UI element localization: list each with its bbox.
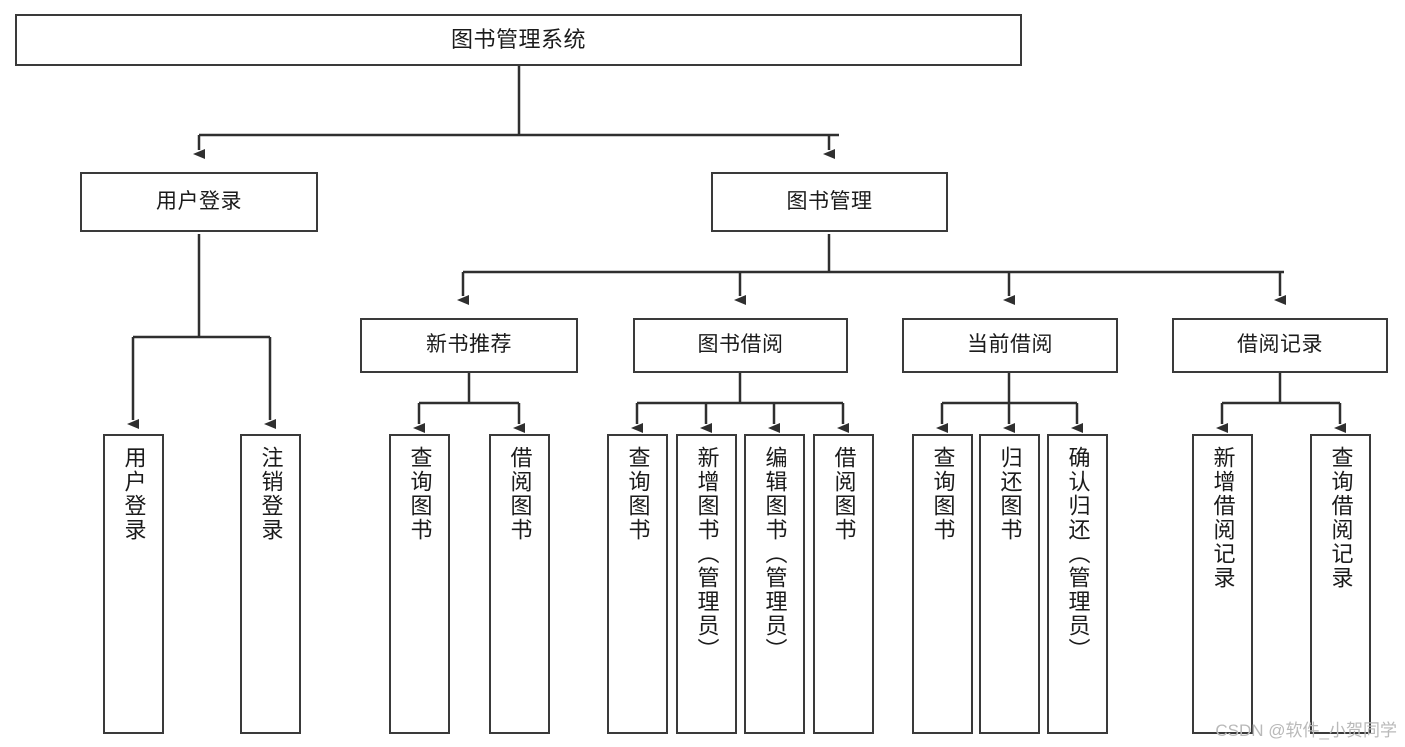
node-book-borrow-label: 图书借阅 <box>697 333 784 357</box>
node-leaf-borrow-book-2-label: 借阅图书 <box>831 446 857 542</box>
node-book-manage[interactable]: 图书管理 <box>711 172 948 232</box>
node-new-book-rec[interactable]: 新书推荐 <box>360 318 578 373</box>
node-borrow-record-label: 借阅记录 <box>1237 333 1323 357</box>
node-leaf-add-record-label: 新增借阅记录 <box>1210 446 1236 590</box>
node-leaf-return-book[interactable]: 归还图书 <box>979 434 1040 734</box>
node-leaf-logout[interactable]: 注销登录 <box>240 434 301 734</box>
node-leaf-logout-label: 注销登录 <box>258 446 284 542</box>
node-leaf-add-record[interactable]: 新增借阅记录 <box>1192 434 1253 734</box>
node-book-manage-label: 图书管理 <box>786 189 873 213</box>
node-leaf-query-record-label: 查询借阅记录 <box>1328 446 1354 590</box>
node-leaf-return-book-label: 归还图书 <box>997 446 1023 542</box>
node-root-label: 图书管理系统 <box>450 27 586 53</box>
node-current-borrow-label: 当前借阅 <box>967 333 1053 357</box>
node-new-book-rec-label: 新书推荐 <box>426 333 512 357</box>
node-leaf-user-login-label: 用户登录 <box>121 446 147 542</box>
node-leaf-query-book-3-label: 查询图书 <box>930 446 956 542</box>
node-leaf-query-book-2[interactable]: 查询图书 <box>607 434 668 734</box>
node-leaf-confirm-return-label: 确认归还（管理员） <box>1065 446 1091 662</box>
node-leaf-query-record[interactable]: 查询借阅记录 <box>1310 434 1371 734</box>
node-book-borrow[interactable]: 图书借阅 <box>633 318 848 373</box>
node-leaf-borrow-book-2[interactable]: 借阅图书 <box>813 434 874 734</box>
node-leaf-query-book-1-label: 查询图书 <box>407 446 433 542</box>
node-leaf-query-book-2-label: 查询图书 <box>625 446 651 542</box>
node-current-borrow[interactable]: 当前借阅 <box>902 318 1118 373</box>
node-leaf-query-book-3[interactable]: 查询图书 <box>912 434 973 734</box>
node-leaf-add-book[interactable]: 新增图书（管理员） <box>676 434 737 734</box>
node-leaf-query-book-1[interactable]: 查询图书 <box>389 434 450 734</box>
csdn-watermark: CSDN @软件_小贺同学 <box>1215 721 1397 740</box>
node-user-login[interactable]: 用户登录 <box>80 172 318 232</box>
node-borrow-record[interactable]: 借阅记录 <box>1172 318 1388 373</box>
node-user-login-label: 用户登录 <box>156 189 242 213</box>
node-leaf-user-login[interactable]: 用户登录 <box>103 434 164 734</box>
node-leaf-borrow-book-1-label: 借阅图书 <box>507 446 533 542</box>
node-leaf-edit-book-label: 编辑图书（管理员） <box>762 446 788 662</box>
node-leaf-borrow-book-1[interactable]: 借阅图书 <box>489 434 550 734</box>
node-leaf-add-book-label: 新增图书（管理员） <box>694 446 720 662</box>
node-root[interactable]: 图书管理系统 <box>15 14 1022 66</box>
node-leaf-edit-book[interactable]: 编辑图书（管理员） <box>744 434 805 734</box>
node-leaf-confirm-return[interactable]: 确认归还（管理员） <box>1047 434 1108 734</box>
